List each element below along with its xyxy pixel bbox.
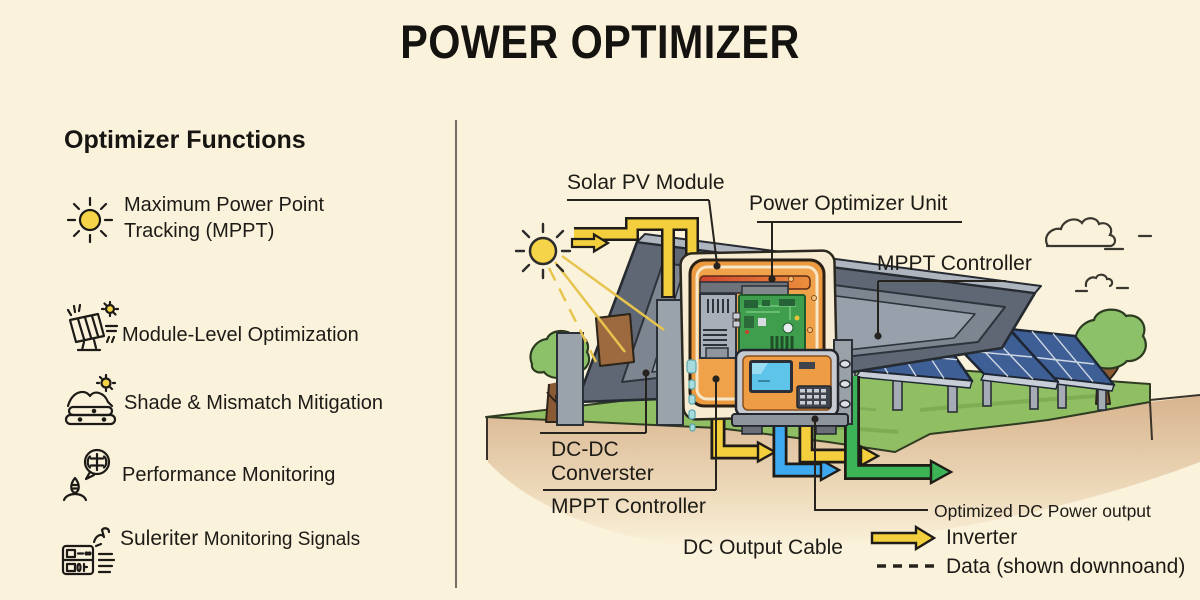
sun-icon (62, 190, 124, 248)
label-dc-dc-converter: DC-DC Converster (551, 438, 654, 485)
data-drip-indicator (686, 359, 697, 432)
cloud-icon (1044, 217, 1153, 293)
label-optimized-dc-output: Optimized DC Power output (934, 501, 1151, 521)
dc-feed-pipe (570, 217, 699, 298)
performance-bubble-icon (60, 446, 122, 506)
mppt-display-device (731, 339, 853, 435)
function-item-performance: Performance Monitoring (60, 446, 450, 506)
leader-lines (540, 199, 1006, 511)
monitoring-device-icon (58, 524, 120, 584)
label-mppt-controller-right: MPPT Controller (877, 252, 1032, 275)
function-label: Maximum Power Point Tracking (MPPT) (124, 194, 325, 242)
vertical-divider (455, 120, 457, 588)
function-item-suleriter: Suleriter Monitoring Signals (58, 524, 448, 584)
label-dc-output-cable: DC Output Cable (683, 536, 843, 559)
solar-panel-icon (60, 300, 122, 362)
function-label: Shade & Mismatch Mitigation (124, 392, 384, 414)
function-label: Module-Level Optimization (122, 324, 359, 346)
leader-dots (642, 262, 882, 423)
shade-hills-icon (62, 370, 124, 432)
function-label: Suleriter Monitoring Signals (120, 527, 361, 550)
legend-label-inverter: Inverter (946, 526, 1018, 549)
function-label: Performance Monitoring (122, 464, 336, 486)
function-item-shade: Shade & Mismatch Mitigation (62, 370, 452, 432)
function-item-mppt: Maximum Power Point Tracking (MPPT) (62, 190, 442, 248)
soil-ground (486, 394, 1200, 550)
legend-label-data: Data (shown downnoand) (946, 555, 1186, 578)
sun-icon (514, 222, 665, 363)
legend-inverter-arrow-icon (870, 524, 937, 552)
label-solar-pv-module: Solar PV Module (567, 171, 725, 194)
page-title: POWER OPTIMIZER (400, 15, 800, 68)
function-item-module-level: Module-Level Optimization (60, 300, 450, 362)
label-mppt-controller-bottom: MPPT Controller (551, 495, 706, 518)
label-power-optimizer-unit: Power Optimizer Unit (749, 192, 948, 215)
support-posts (556, 299, 684, 426)
sidebar-heading: Optimizer Functions (64, 126, 306, 154)
